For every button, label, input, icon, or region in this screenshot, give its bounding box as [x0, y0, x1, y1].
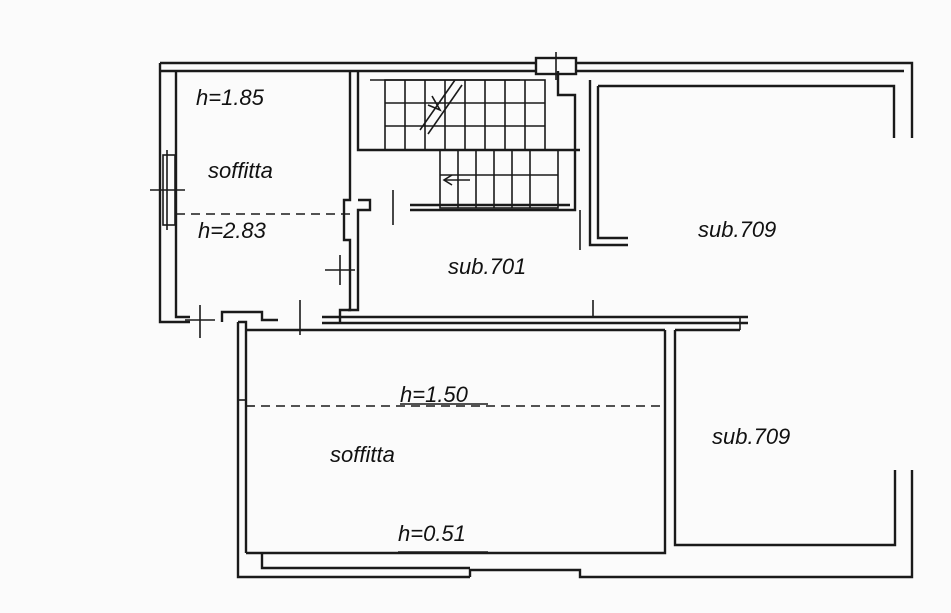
upper-left-room-walls — [338, 71, 580, 322]
label-h-051: h=0.51 — [398, 521, 466, 546]
staircase — [370, 71, 577, 212]
label-soffitta-upper: soffitta — [208, 158, 273, 183]
label-soffitta-lower: soffitta — [330, 442, 395, 467]
label-sub-701: sub.701 — [448, 254, 526, 279]
openings — [150, 150, 394, 401]
label-h-283: h=2.83 — [198, 218, 267, 243]
label-h-185: h=1.85 — [196, 85, 265, 110]
label-sub-709-lower: sub.709 — [712, 424, 790, 449]
sub-709-upper-walls — [579, 80, 896, 317]
outer-walls — [158, 61, 914, 579]
label-h-150: h=1.50 — [400, 382, 469, 407]
chimney-vent — [534, 52, 578, 80]
label-sub-709-upper: sub.709 — [698, 217, 776, 242]
